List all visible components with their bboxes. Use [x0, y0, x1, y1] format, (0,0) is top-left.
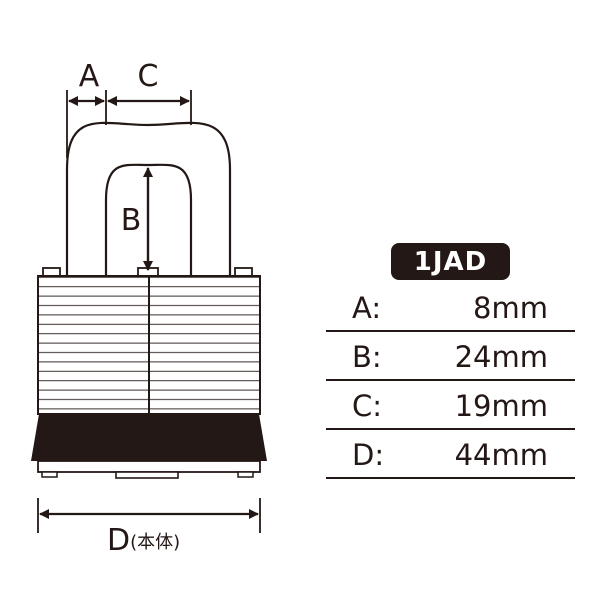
dimension-c-label: C [138, 59, 159, 94]
spec-row-c: C: 19mm [326, 381, 575, 430]
dimension-c: C [107, 59, 192, 125]
dimension-b: B [121, 167, 153, 271]
spec-value: 19mm [454, 389, 548, 423]
shackle [65, 121, 232, 277]
spec-label: B: [352, 340, 382, 374]
lock-body [37, 275, 261, 415]
spec-row-a: A: 8mm [326, 283, 575, 332]
spec-row-d: D: 44mm [326, 430, 575, 479]
model-badge: 1JAD [391, 243, 510, 280]
spec-value: 24mm [454, 340, 548, 374]
dimension-d: D(本体) [37, 498, 261, 558]
body-band [31, 414, 267, 461]
spec-value: 44mm [454, 438, 548, 472]
spec-table: A: 8mm B: 24mm C: 19mm D: 44mm [326, 283, 575, 479]
spec-label: C: [352, 389, 383, 423]
dimension-b-label: B [121, 203, 142, 238]
bottom-plate [37, 460, 261, 479]
dimension-a-label: A [79, 59, 100, 94]
spec-label: D: [352, 438, 385, 472]
dimension-a: A [66, 59, 107, 158]
spec-label: A: [352, 291, 382, 325]
spec-value: 8mm [473, 291, 548, 325]
dimension-d-label: D(本体) [107, 523, 180, 558]
spec-row-b: B: 24mm [326, 332, 575, 381]
